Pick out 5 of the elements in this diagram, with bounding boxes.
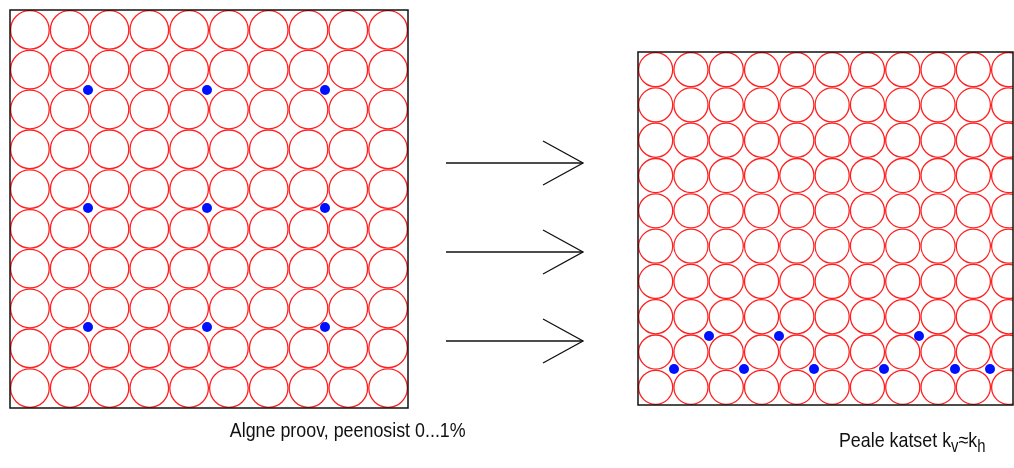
arrow [445, 140, 584, 186]
arrow [445, 318, 584, 364]
node-label: Algne proov, peenosist 0...1% [229, 418, 466, 442]
node-label: Peale katset k$_{v}$≈k$_{h}$ [838, 428, 985, 458]
arrow [445, 229, 584, 275]
